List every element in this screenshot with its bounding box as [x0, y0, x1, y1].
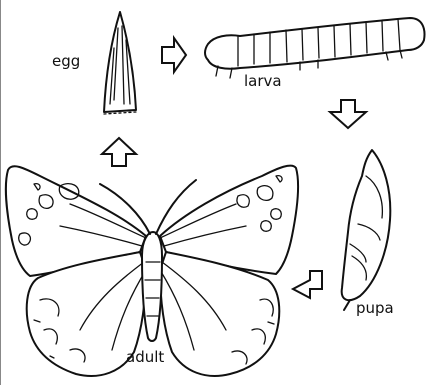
egg-drawing [104, 12, 136, 114]
arrow-larva-to-pupa [330, 100, 366, 128]
arrow-pupa-to-adult [293, 271, 322, 298]
arrow-egg-to-larva [162, 38, 186, 72]
stage-label-adult: adult [126, 348, 164, 366]
stage-label-egg: egg [52, 52, 80, 70]
stage-label-larva: larva [244, 72, 282, 90]
stage-label-pupa: pupa [356, 299, 394, 317]
larva-drawing [205, 18, 424, 78]
arrow-adult-to-egg [102, 138, 136, 166]
pupa-drawing [342, 150, 391, 310]
adult-butterfly-drawing [6, 166, 298, 376]
